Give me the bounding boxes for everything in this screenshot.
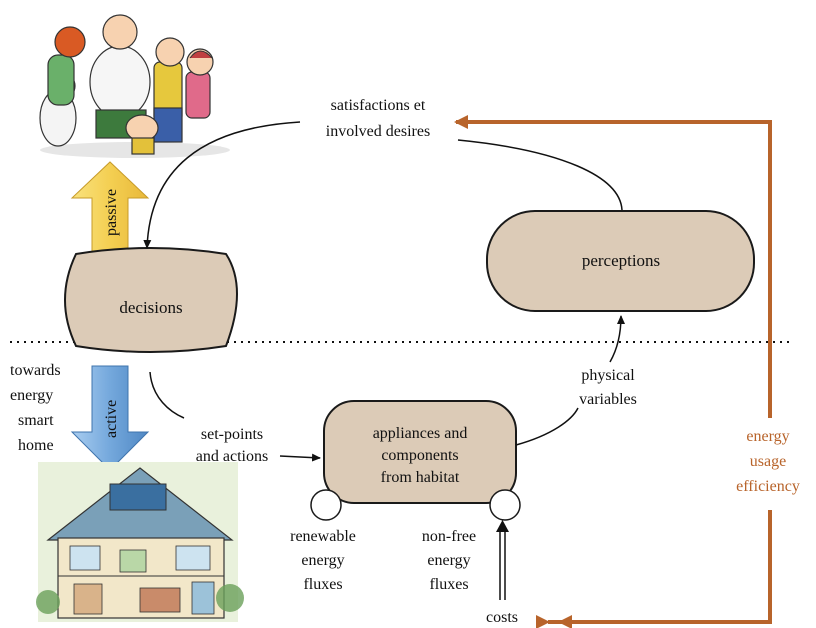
active-label: active <box>103 400 120 438</box>
renewable-label-3: fluxes <box>303 576 342 593</box>
appliances-label-1: appliances and <box>373 425 468 442</box>
towards-label-1: towards <box>10 362 61 379</box>
renewable-label-1: renewable <box>290 528 356 545</box>
physical-to-perceptions-arrow <box>609 315 625 363</box>
costs-label: costs <box>486 609 518 626</box>
passive-arrow: passive <box>70 161 150 263</box>
efficiency-label-1: energy <box>746 428 789 445</box>
satisfactions-label-2: involved desires <box>326 123 430 140</box>
perceptions-label: perceptions <box>582 251 660 270</box>
decisions-to-setpoints-curve <box>149 371 185 419</box>
appliances-label-3: from habitat <box>381 469 460 486</box>
satisfaction-to-decisions-arrow <box>143 121 301 249</box>
setpoints-label-1: set-points <box>201 426 263 443</box>
appliances-label-2: components <box>381 447 458 464</box>
efficiency-label-3: efficiency <box>736 478 800 495</box>
perceptions-to-satisfaction-curve <box>457 139 623 211</box>
towards-label-4: home <box>18 437 54 454</box>
nonfree-label-1: non-free <box>422 528 476 545</box>
setpoints-to-appliances-arrow <box>279 453 321 462</box>
nonfree-label-3: fluxes <box>429 576 468 593</box>
satisfactions-label-1: satisfactions et <box>331 97 426 114</box>
smart-house-illustration <box>36 462 244 622</box>
costs-arrow <box>496 520 509 600</box>
physical-label-2: variables <box>579 391 637 408</box>
passive-label: passive <box>103 189 120 236</box>
perceptions-node: perceptions <box>486 210 755 312</box>
renewable-port <box>310 489 342 521</box>
family-illustration <box>39 14 230 158</box>
efficiency-label-2: usage <box>750 453 786 470</box>
nonfree-port <box>489 489 521 521</box>
renewable-label-2: energy <box>301 552 344 569</box>
setpoints-label-2: and actions <box>196 448 268 465</box>
efficiency-loop <box>454 115 772 628</box>
decisions-label: decisions <box>119 298 182 317</box>
nonfree-label-2: energy <box>427 552 470 569</box>
decisions-node: decisions <box>64 247 238 353</box>
towards-label-2: energy <box>10 387 53 404</box>
appliances-to-physical-curve <box>515 407 579 446</box>
appliances-node: appliances and components from habitat <box>310 400 521 521</box>
physical-label-1: physical <box>581 367 635 384</box>
towards-label-3: smart <box>18 412 54 429</box>
active-arrow: active <box>70 365 150 471</box>
